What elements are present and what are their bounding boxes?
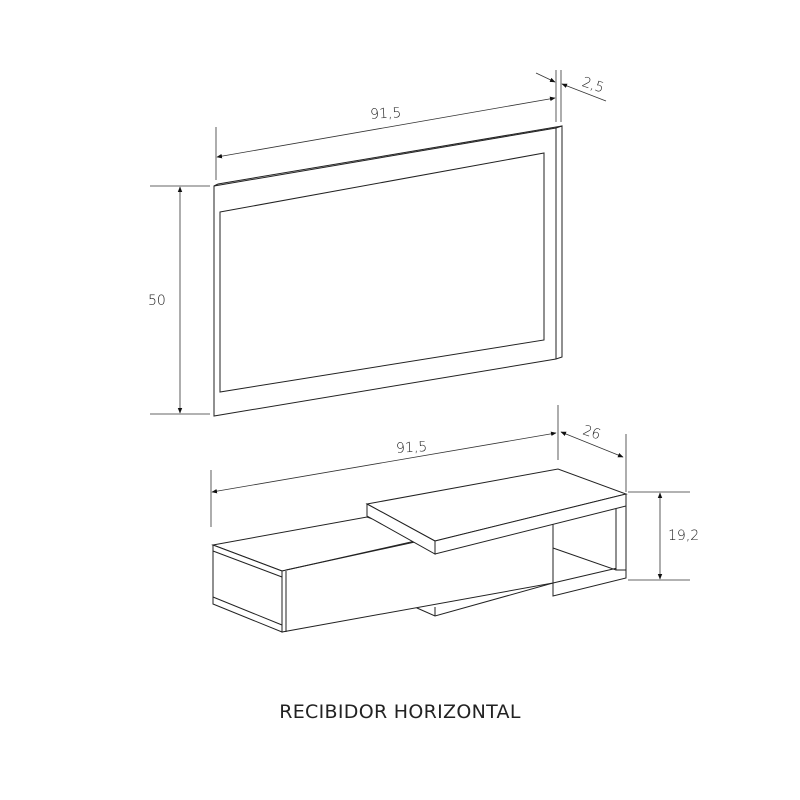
- console-depth-label: 26: [581, 423, 603, 444]
- console-depth-dimension-line: [560, 431, 624, 458]
- mirror-glass: [219, 152, 545, 393]
- console-dimensions: 91,5 26 19,2: [210, 405, 699, 581]
- console-width-dimension-line: [211, 431, 557, 494]
- mirror-height-label: 50: [148, 293, 166, 309]
- console-side-panel: [615, 505, 627, 571]
- mirror-width-dimension-line: [216, 96, 556, 159]
- console-height-label: 19,2: [668, 528, 699, 544]
- mirror-depth-label: 2,5: [580, 74, 606, 96]
- mirror-drawing: [213, 125, 563, 417]
- mirror-width-label: 91,5: [370, 105, 402, 123]
- mirror-dimensions: 91,5 2,5 50: [148, 70, 607, 415]
- console-width-label: 91,5: [396, 439, 428, 457]
- console-drawing: [211, 468, 628, 633]
- mirror-depth-dimension-line: [561, 83, 607, 102]
- drawing-title: RECIBIDOR HORIZONTAL: [279, 701, 521, 723]
